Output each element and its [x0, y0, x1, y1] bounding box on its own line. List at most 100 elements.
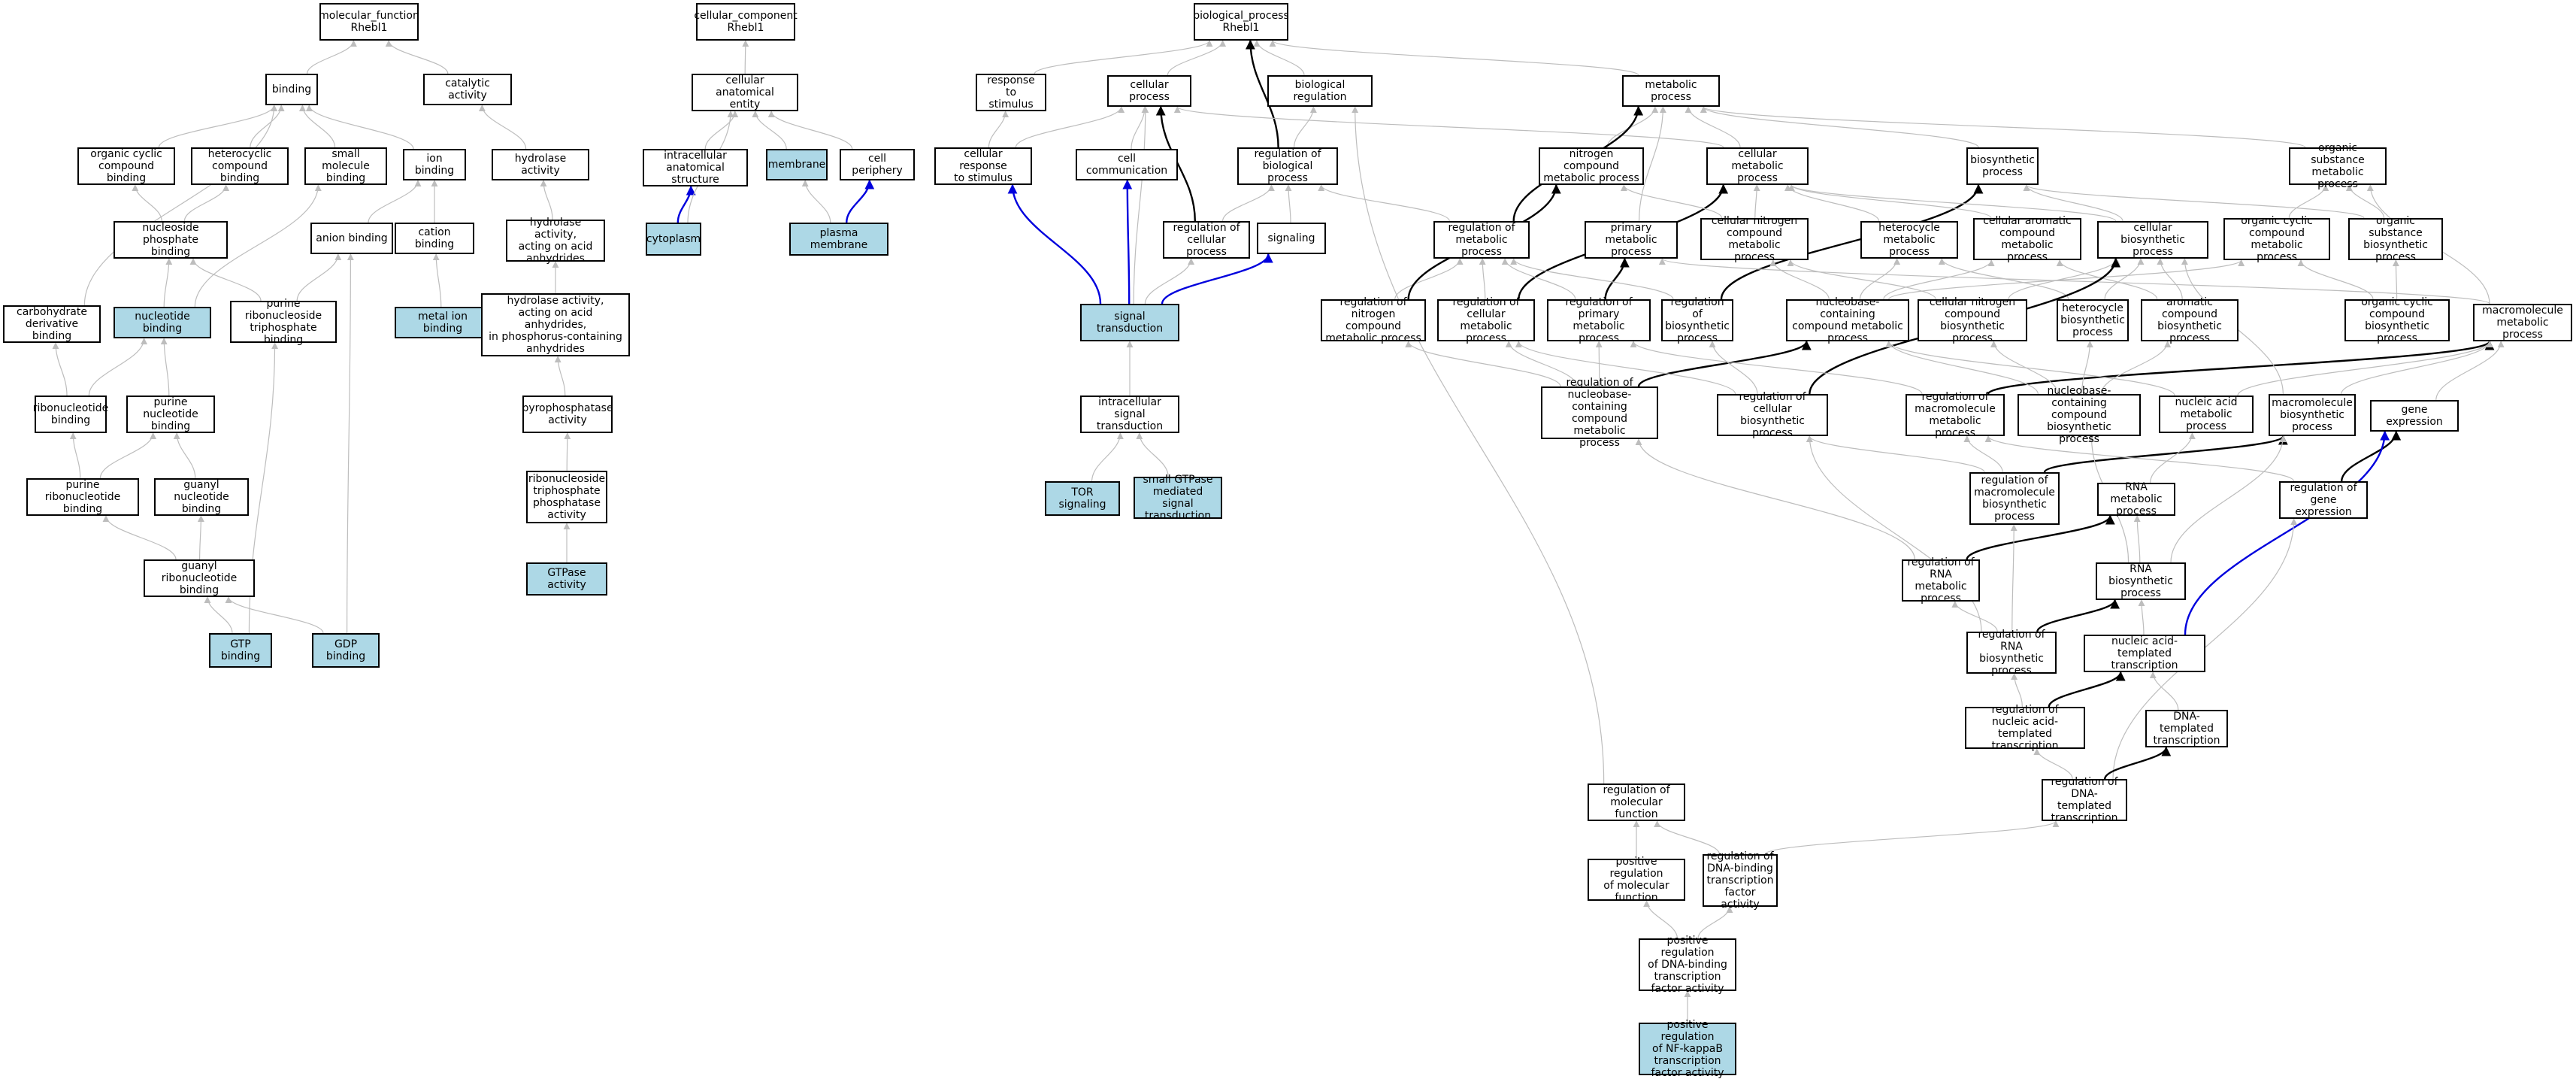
edge-guanyl-nuc-to-purine-nuc	[173, 432, 196, 479]
go-term-gdp-binding: GDP binding	[312, 633, 380, 668]
go-term-reg-bio-proc: regulation of biological process	[1237, 147, 1338, 185]
go-term-cell-aromatic: cellular aromatic compound metabolic pro…	[1973, 215, 2081, 263]
go-term-reg-cell-biosynth: regulation of cellular biosynthetic proc…	[1717, 391, 1828, 439]
edge-reg-cell-biosynth-to-reg-cell-metab	[1515, 341, 1736, 395]
go-term-reg-macromol-biosynth: regulation of macromolecule biosynthetic…	[1969, 472, 2060, 525]
edge-small-gtpase-to-intracellular-st	[1136, 432, 1169, 477]
go-term-catalytic: catalytic activity	[423, 74, 512, 105]
edge-reg-cell-proc-to-reg-bio-proc	[1222, 184, 1275, 222]
go-term-reg-dna-templated: regulation of DNA-templated transcriptio…	[2042, 776, 2127, 824]
edge-nitrogen-cmp-to-metab-proc	[1606, 106, 1659, 148]
edge-ribonucleotide-to-nucleotide-binding	[88, 338, 148, 396]
edge-cae-to-cc-root	[742, 40, 749, 74]
go-term-cell-proc: cellular process	[1107, 75, 1191, 107]
edge-nucleotide-binding-to-nuc-phos	[163, 258, 173, 308]
go-term-reg-cell-proc: regulation of cellular process	[1163, 221, 1250, 259]
edge-reg-macromol-biosynth-to-reg-macromol-metab	[1963, 435, 2003, 473]
go-term-guanyl-nuc: guanyl nucleotide binding	[154, 478, 249, 516]
go-term-pos-reg-nfkb: positive regulation of NF-kappaB transcr…	[1639, 1019, 1736, 1079]
edge-signal-transduction-to-cell-comm	[1122, 179, 1133, 305]
edge-nucleic-templated-to-gene-expr	[2184, 430, 2390, 635]
go-term-hydrolase-acid: hydrolase activity, acting on acid anhyd…	[506, 217, 605, 265]
edge-metal-ion-to-cation	[432, 253, 442, 308]
edge-cell-nitrogen-biosynth-to-cell-nitrogen-metab	[1787, 259, 1936, 300]
go-term-carb-deriv: carbohydrate derivative binding	[3, 305, 101, 343]
go-term-reg-primary: regulation of primary metabolic process	[1547, 296, 1651, 344]
edge-reg-dna-templated-to-dna-templated	[2104, 746, 2172, 780]
edge-reg-macromol-metab-to-macromol-metab	[1987, 340, 2495, 396]
edge-reg-nucleic-templated-to-reg-rna-biosynth	[2011, 673, 2023, 708]
edge-guanyl-ribo-to-guanyl-nuc	[197, 515, 204, 560]
go-term-org-subst-metab: organic substance metabolic process	[2289, 142, 2387, 190]
edge-org-subst-biosynth-to-biosynth	[2023, 184, 2365, 219]
edge-signal-transduction-to-cell-proc	[1133, 106, 1149, 305]
go-term-plasma-membrane: plasma membrane	[789, 223, 888, 256]
go-term-purine-nuc: purine nucleotide binding	[126, 396, 215, 433]
go-term-bp-root: biological_process Rhebl1	[1193, 3, 1289, 41]
edge-cell-biosynth-to-biosynth	[2023, 184, 2123, 222]
edge-org-cyclic-metab-to-org-subst-metab	[2288, 184, 2329, 219]
go-term-reg-rna-biosynth: regulation of RNA biosynthetic process	[1966, 629, 2057, 677]
go-term-aromatic-biosynth: aromatic compound biosynthetic process	[2141, 296, 2238, 344]
go-term-heterocycle-metab: heterocycle metabolic process	[1860, 221, 1958, 259]
edge-signal-transduction-to-cell-resp-stim	[1007, 183, 1102, 305]
go-term-resp-stim: response to stimulus	[976, 74, 1046, 111]
edge-reg-metab-to-reg-bio-proc	[1318, 184, 1450, 222]
go-term-reg-nitrogen: regulation of nitrogen compound metaboli…	[1321, 296, 1426, 344]
edge-binding-to-mf-root	[307, 40, 357, 74]
edge-nucleobase-metab-to-cell-aromatic	[1883, 259, 1995, 300]
go-term-biosynth: biosynthetic process	[1966, 147, 2039, 185]
edge-catalytic-to-mf-root	[385, 40, 449, 74]
go-term-pyrophos: pyrophosphatase activity	[522, 396, 613, 433]
edge-gene-expr-to-macromol-metab	[2435, 341, 2505, 401]
go-term-reg-metab: regulation of metabolic process	[1433, 221, 1530, 259]
edge-nucleobase-biosynth-to-nucleobase-metab	[1885, 341, 2039, 395]
edge-cell-resp-stim-to-resp-stim	[988, 111, 1010, 148]
edge-cell-proc-to-bp-root	[1167, 40, 1227, 76]
edge-reg-nucleic-templated-to-nucleic-templated	[2048, 671, 2126, 708]
edge-biosynth-to-metab-proc	[1700, 106, 1979, 148]
go-term-hydrolase: hydrolase activity	[492, 149, 589, 180]
edge-ion-binding-to-binding	[305, 105, 414, 150]
edge-tor-to-intracellular-st	[1091, 432, 1124, 482]
edge-reg-gene-expr-to-gene-expr	[2341, 430, 2402, 482]
edge-reg-rna-biosynth-to-reg-rna-metab	[1951, 601, 1998, 632]
edge-nucleobase-metab-to-org-cyclic-metab	[1888, 259, 2245, 300]
edge-nuc-phos-to-org-cyclic-cb	[132, 184, 162, 222]
go-term-org-subst-biosynth: organic substance biosynthetic process	[2348, 215, 2443, 263]
edge-guanyl-ribo-to-purine-ribonuc	[102, 515, 177, 560]
edge-membrane-to-cae	[752, 111, 787, 150]
go-term-purine-ribo-tri: purine ribonucleoside triphosphate bindi…	[230, 298, 337, 346]
edge-rna-biosynth-to-rna-metab	[2133, 515, 2141, 563]
go-term-org-cyclic-cb: organic cyclic compound binding	[77, 147, 175, 185]
go-term-signaling: signaling	[1257, 223, 1326, 254]
edge-signal-transduction-to-signaling	[1161, 253, 1273, 305]
edge-reg-mol-func-to-bio-reg	[1352, 106, 1605, 784]
edge-gdp-binding-to-anion	[347, 253, 354, 634]
go-term-cell-comm: cell communication	[1076, 149, 1178, 180]
edge-reg-macromol-biosynth-to-macromol-biosynth	[2043, 435, 2288, 474]
go-term-heterocycle-biosynth: heterocycle biosynthetic process	[2057, 299, 2129, 341]
edge-reg-dna-binding-tf-to-reg-mol-func	[1654, 820, 1720, 855]
go-term-nucleotide-binding: nucleotide binding	[114, 307, 211, 338]
go-term-cell-nitrogen-metab: cellular nitrogen compound metabolic pro…	[1700, 215, 1809, 263]
go-term-cell-nitrogen-biosynth: cellular nitrogen compound biosynthetic …	[1918, 296, 2027, 344]
go-term-reg-nucleobase: regulation of nucleobase-containing comp…	[1541, 377, 1658, 449]
edge-reg-nucleobase-to-reg-cell-metab	[1505, 341, 1578, 387]
edge-aromatic-biosynth-to-cell-aromatic	[2056, 259, 2158, 300]
go-term-gtpase: GTPase activity	[526, 562, 607, 596]
edge-signaling-to-reg-bio-proc	[1285, 184, 1292, 223]
go-term-signal-transduction: signal transduction	[1080, 304, 1179, 341]
go-term-org-cyclic-metab: organic cyclic compound metabolic proces…	[2223, 215, 2330, 263]
edge-reg-rna-biosynth-to-rna-biosynth	[2036, 599, 2120, 632]
go-term-small-mol: small molecule binding	[304, 147, 387, 185]
edge-nucleobase-metab-to-heterocycle-metab	[1859, 258, 1901, 300]
go-term-anion: anion binding	[310, 223, 393, 254]
edge-cell-biosynth-to-cell-metab	[1788, 184, 2117, 222]
edge-nucleotide-binding-to-small-mol	[194, 184, 322, 308]
go-term-dna-templated: DNA-templated transcription	[2145, 710, 2228, 747]
go-term-reg-biosynth: regulation of biosynthetic process	[1661, 296, 1733, 344]
go-term-nitrogen-cmp: nitrogen compound metabolic process	[1539, 147, 1644, 185]
go-term-ribo-tri-phos: ribonucleoside triphosphate phosphatase …	[526, 471, 607, 523]
edge-reg-dna-binding-tf-to-reg-dna-templated	[1764, 820, 2060, 855]
